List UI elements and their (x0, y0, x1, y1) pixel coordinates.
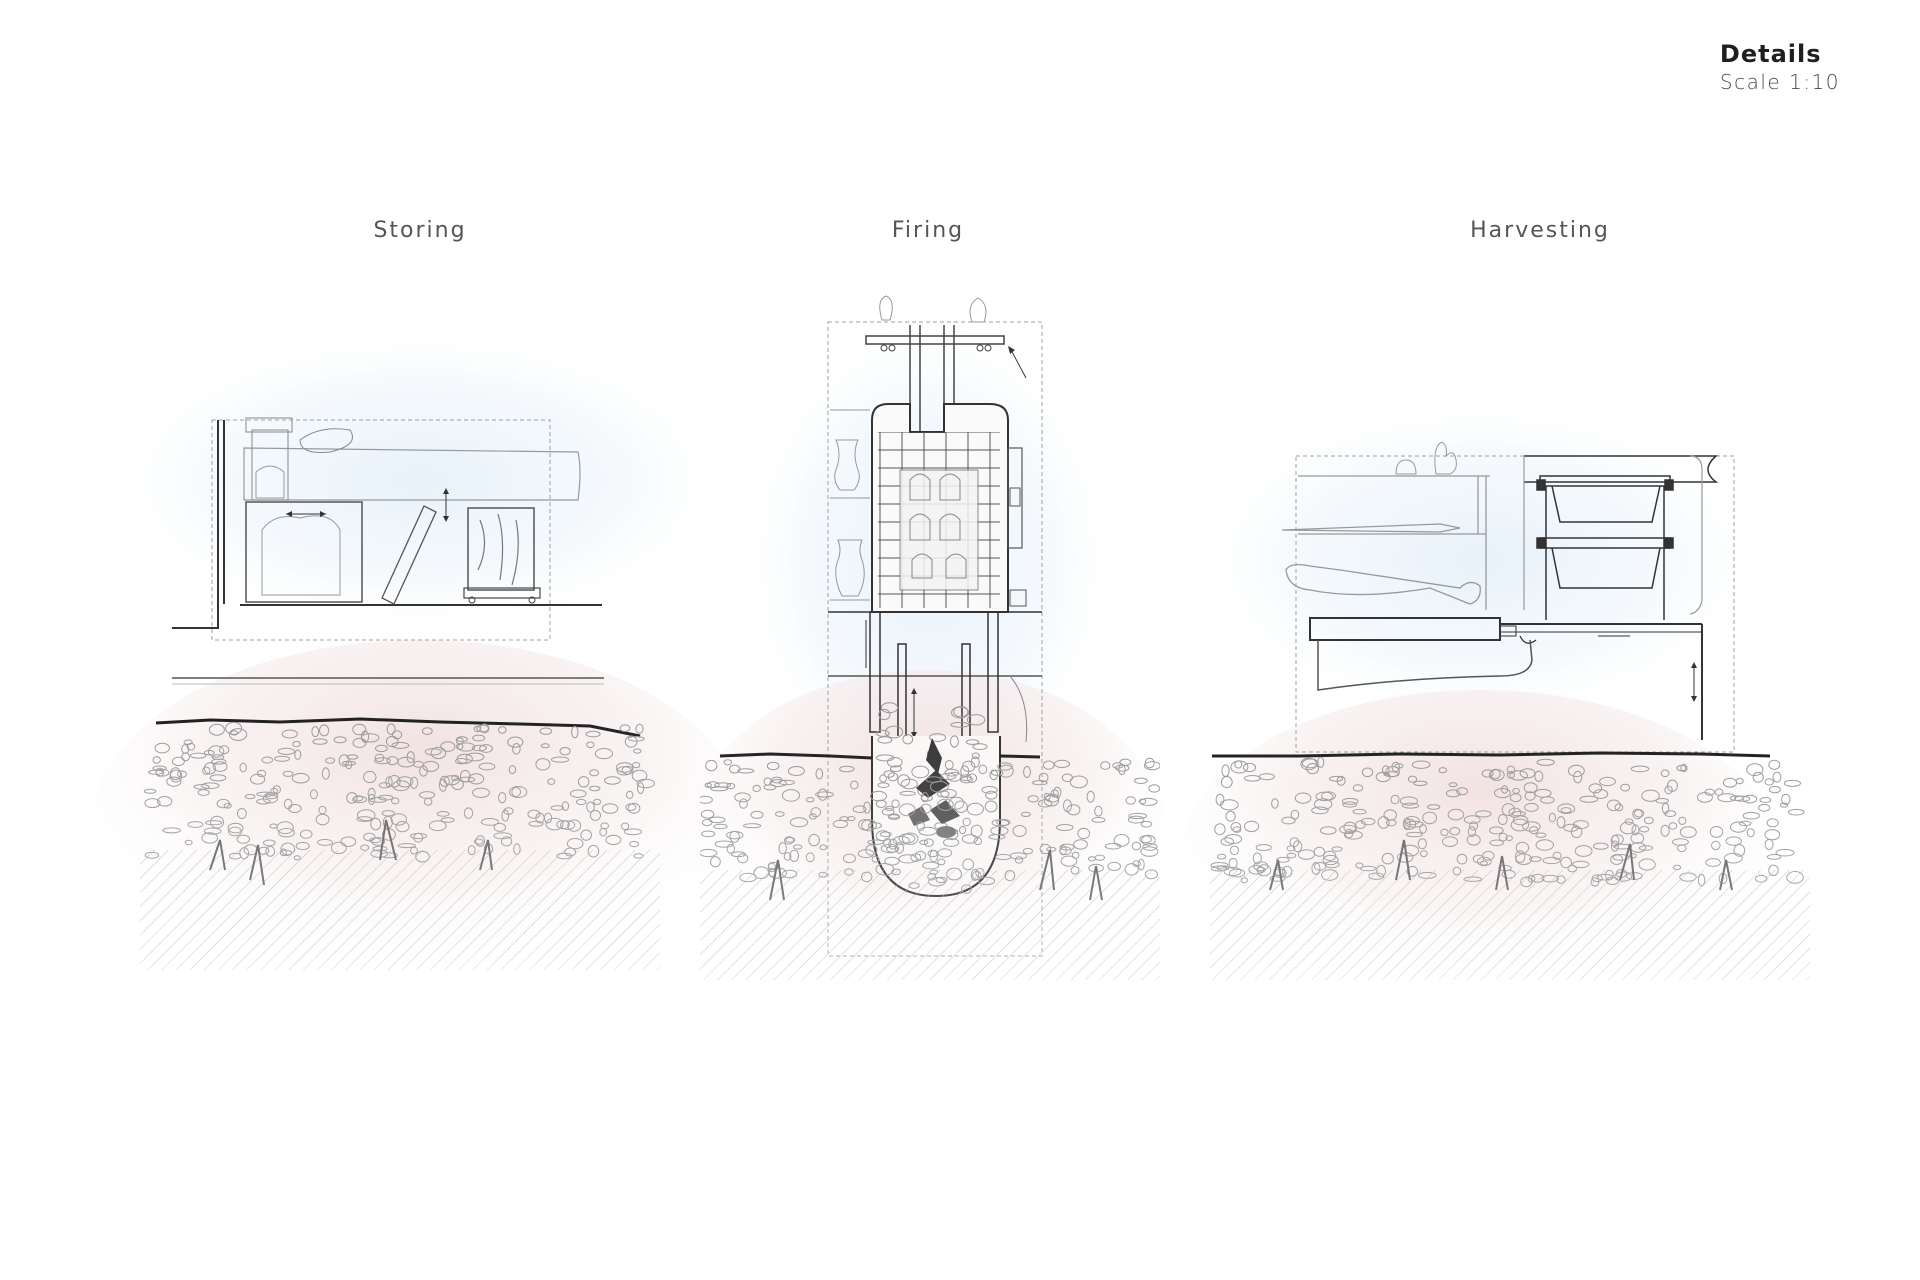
label-firing: Firing (891, 218, 965, 243)
firing-soil (700, 740, 1160, 1060)
harvesting-drying-rack (1524, 455, 1719, 620)
harvesting-soil (1210, 750, 1810, 1050)
label-harvesting: Harvesting (1470, 218, 1610, 243)
storing-wall (172, 420, 225, 629)
title-block: Details Scale 1:10 (1720, 40, 1840, 94)
sheet-scale: Scale 1:10 (1719, 70, 1840, 94)
sheet-title: Details (1719, 40, 1822, 68)
storing-boundary (211, 419, 551, 641)
gravel-stone (966, 714, 986, 726)
firing-shelves (830, 409, 870, 601)
storing-plank (381, 505, 437, 605)
gravel-stone (884, 725, 904, 739)
gravel-stone (878, 708, 891, 721)
gravel-stone (953, 706, 969, 718)
gravel-stone (880, 702, 899, 714)
harvesting-hull (1317, 639, 1533, 691)
storing-box-clay (245, 501, 363, 603)
label-storing: Storing (373, 218, 467, 243)
storing-bench-top (243, 447, 581, 501)
harvesting-detail (1180, 390, 1810, 1050)
harvesting-sky-glow (1180, 390, 1780, 730)
gravel-stone (950, 721, 970, 728)
storing-sky-glow (90, 320, 750, 640)
firing-detail (688, 295, 1168, 1060)
storing-detail (90, 320, 750, 1050)
storing-crate (467, 507, 535, 591)
storing-soil (140, 720, 660, 1050)
harvesting-tool-shelf (1281, 475, 1490, 610)
